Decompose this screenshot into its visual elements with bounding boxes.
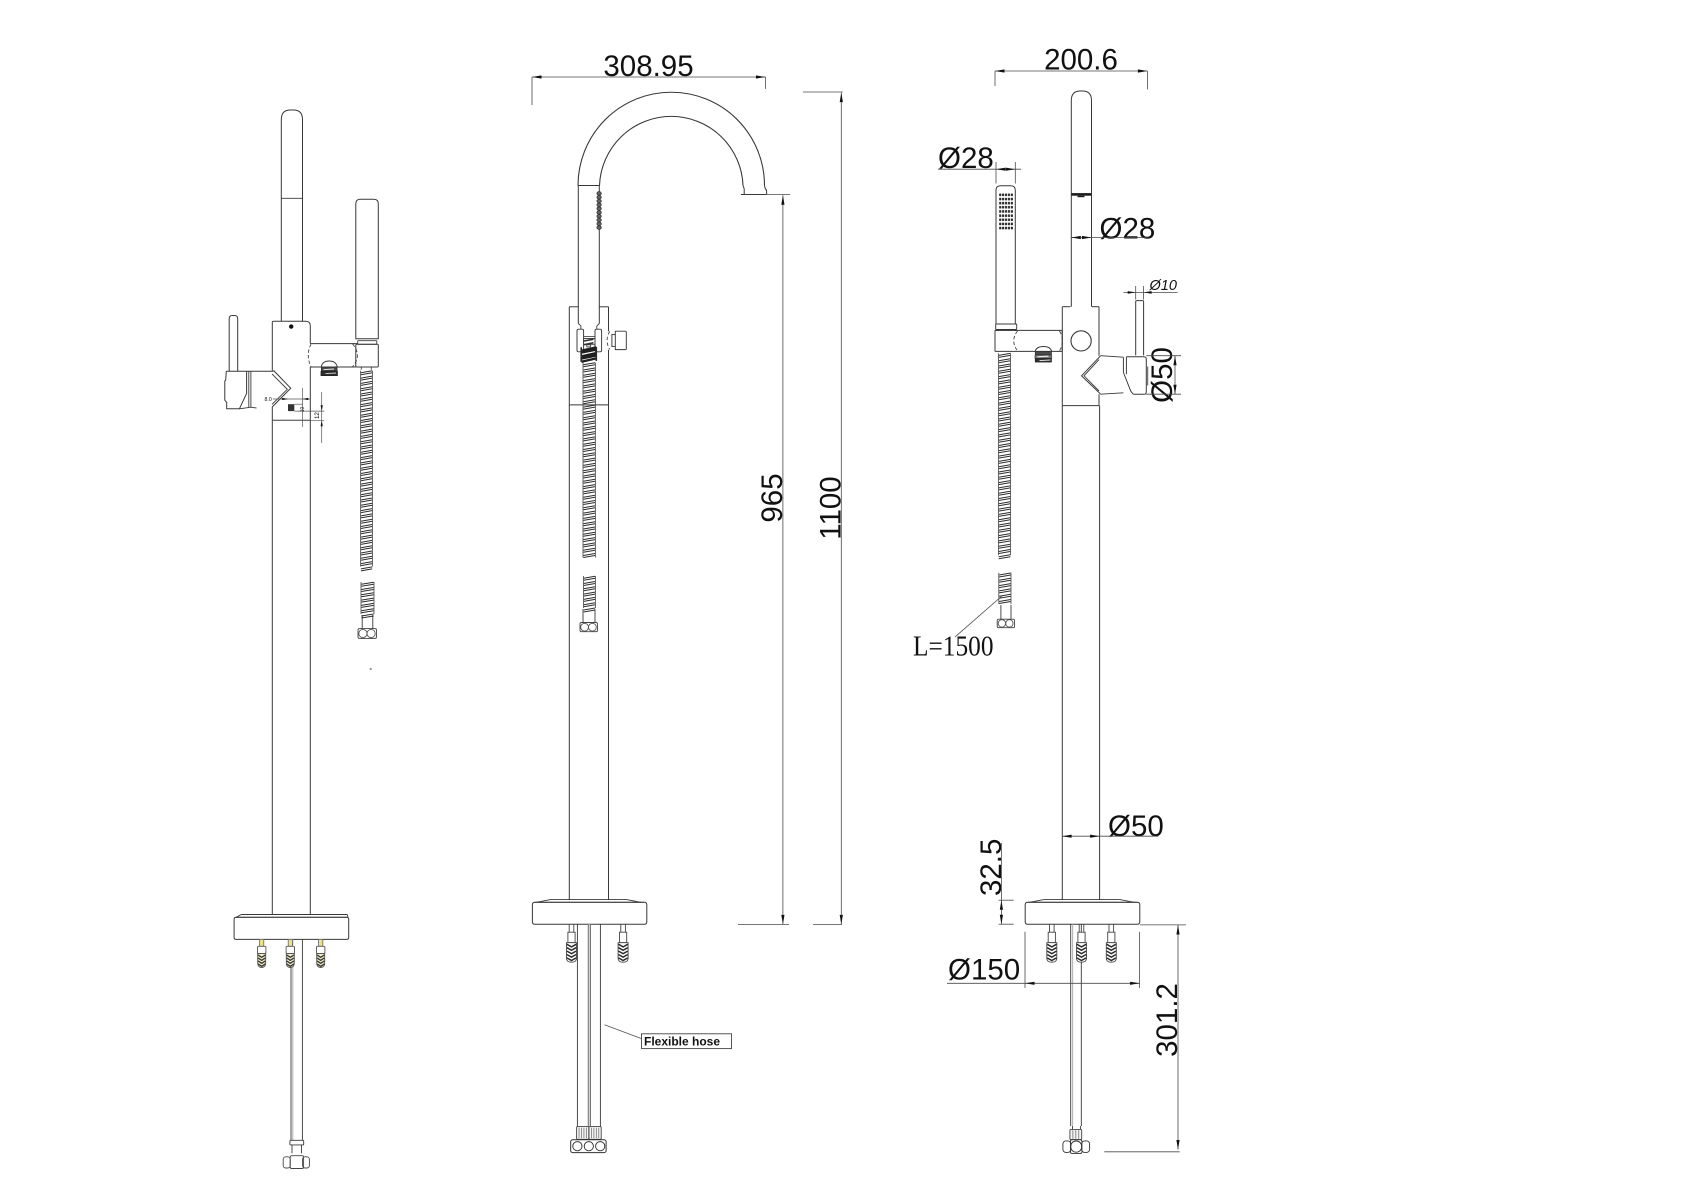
svg-text:Ø10: Ø10 <box>1149 278 1177 294</box>
svg-text:10: 10 <box>300 407 306 413</box>
svg-text:301.2: 301.2 <box>1151 983 1184 1057</box>
svg-text:12: 12 <box>314 412 321 419</box>
svg-text:8.0: 8.0 <box>265 397 272 403</box>
svg-text:Ø150: Ø150 <box>948 953 1020 986</box>
svg-text:L=1500: L=1500 <box>913 631 994 663</box>
svg-text:1100: 1100 <box>814 476 847 539</box>
svg-text:32.5: 32.5 <box>975 839 1008 896</box>
svg-text:Ø28: Ø28 <box>1100 212 1156 245</box>
svg-text:Ø28: Ø28 <box>938 142 994 175</box>
svg-text:308.95: 308.95 <box>603 50 693 83</box>
svg-text:Ø50: Ø50 <box>1146 347 1179 403</box>
svg-text:Flexible hose: Flexible hose <box>644 1034 720 1048</box>
svg-text:965: 965 <box>756 473 789 522</box>
svg-text:Ø50: Ø50 <box>1108 810 1164 843</box>
